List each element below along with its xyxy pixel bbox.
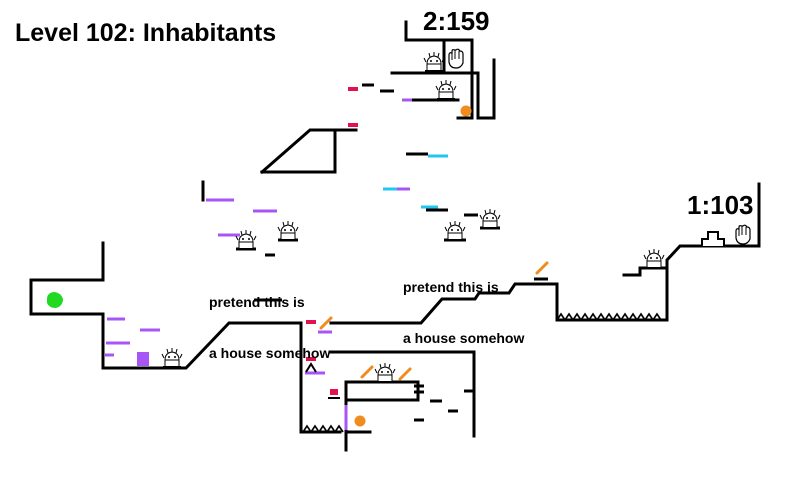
house-creature-icon [479, 208, 501, 229]
caret-marker [305, 362, 317, 373]
crimson-switches [306, 87, 358, 395]
castle-icon [701, 231, 725, 246]
wall-left-room [29, 241, 342, 434]
note-right-line2: a house somehow [403, 330, 525, 346]
house-creature-icon [643, 248, 665, 269]
house-creature-icon [444, 220, 466, 241]
house-creature-icon [435, 79, 457, 100]
note-left-line2: a house somehow [209, 345, 331, 361]
green-blob-icon[interactable] [47, 292, 63, 308]
purple-block [137, 352, 149, 366]
level-title: Level 102: Inhabitants [15, 19, 277, 47]
orange-ball-icon [354, 415, 366, 427]
wall-upper-room [390, 20, 496, 120]
wall-ramp [259, 128, 337, 175]
cyan-platforms [383, 154, 448, 209]
wall-upper-inner [402, 38, 460, 102]
walls [29, 20, 761, 452]
house-creature-icon [423, 51, 445, 72]
note-left: pretend this is a house somehow [209, 260, 330, 379]
house-creature-icon [161, 347, 183, 368]
house-creature-icon [374, 362, 396, 383]
purple-platforms [105, 98, 412, 430]
wall-inner-box [344, 380, 420, 402]
note-left-line1: pretend this is [209, 294, 305, 310]
timer-top: 2:159 [423, 6, 490, 36]
timer-right: 1:103 [687, 190, 754, 220]
note-right: pretend this is a house somehow [403, 245, 524, 364]
wall-main-floor [329, 182, 761, 438]
orange-pads [319, 261, 549, 381]
orange-ball-icon [460, 105, 472, 117]
wall-right-step [622, 266, 668, 277]
house-creature-icon [277, 220, 299, 241]
note-right-line1: pretend this is [403, 279, 499, 295]
house-creature-icon [235, 229, 257, 250]
waving-hand-icon[interactable] [735, 224, 751, 245]
waving-hand-icon[interactable] [448, 48, 464, 69]
